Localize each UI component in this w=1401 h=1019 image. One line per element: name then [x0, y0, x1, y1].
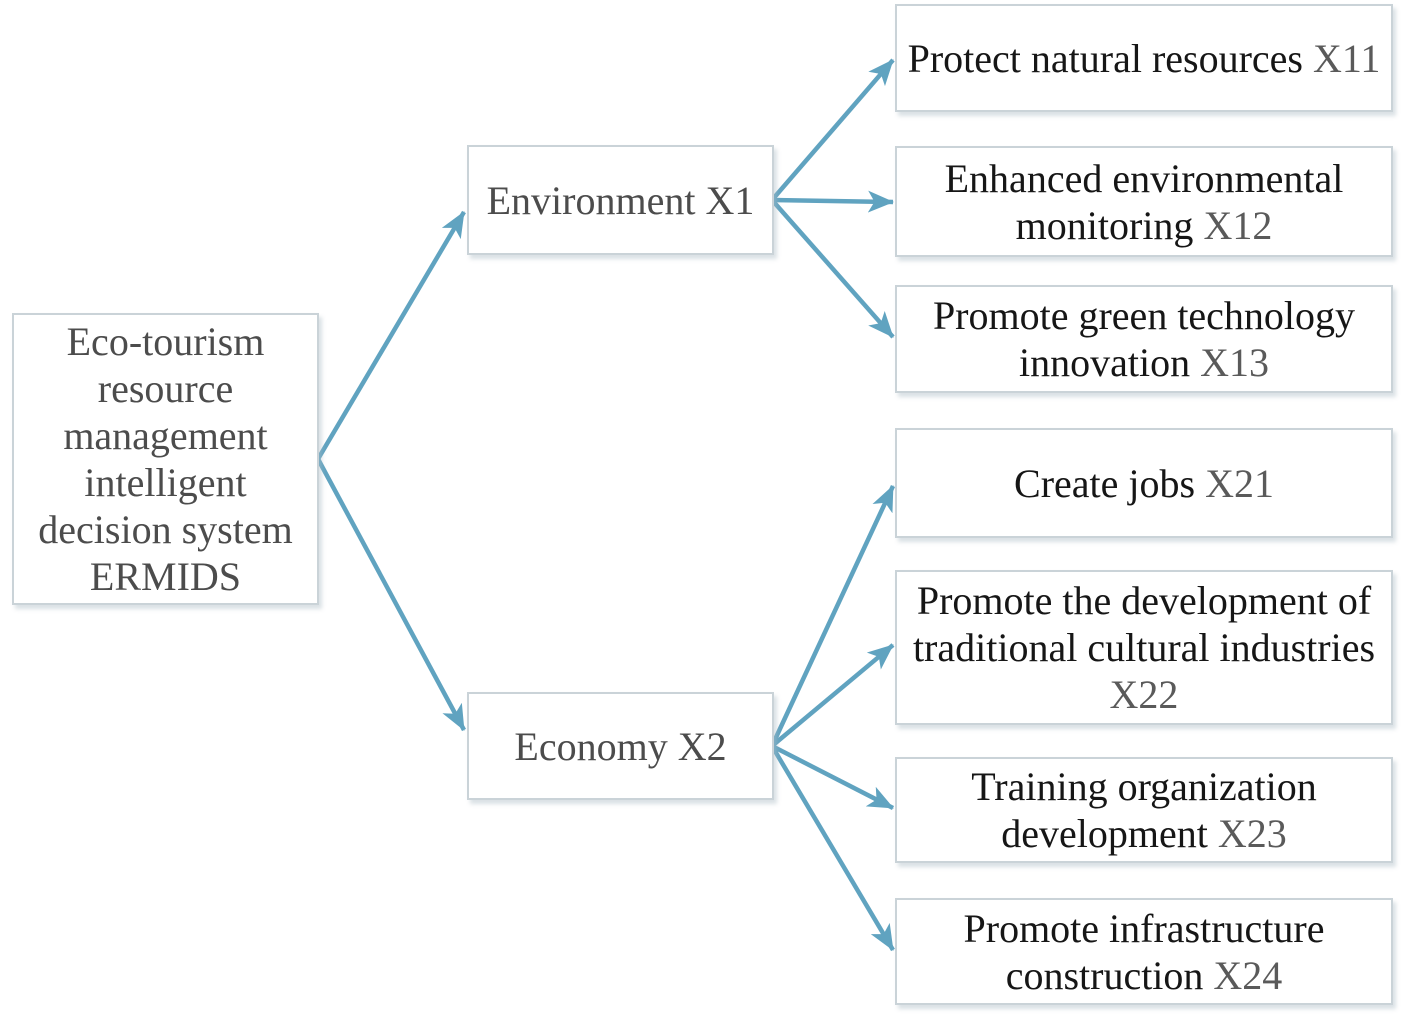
node-environment-text: Environment	[486, 177, 696, 223]
node-x21-label: Create jobs X21	[903, 460, 1385, 507]
node-environment-label: Environment X1	[477, 177, 764, 224]
edge-environment-x13	[770, 198, 895, 339]
node-x21-create-jobs: Create jobs X21	[895, 428, 1393, 538]
node-economy-x2: Economy X2	[467, 692, 774, 800]
node-x24-label: Promote infrastructure construction X24	[903, 905, 1385, 999]
node-x22-text: Promote the development of traditional c…	[912, 578, 1376, 670]
node-x23-label: Training organization development X23	[903, 763, 1385, 857]
node-x23-code: X23	[1217, 811, 1287, 856]
node-root-label: Eco-tourism resource management intellig…	[22, 318, 309, 600]
edge-root-environment	[316, 210, 466, 461]
node-x13-text: Promote green technology innovation	[932, 293, 1356, 385]
node-x13-code: X13	[1200, 340, 1269, 385]
edge-environment-x11	[770, 58, 895, 202]
node-environment-code: X1	[705, 177, 755, 223]
node-economy-label: Economy X2	[477, 723, 764, 770]
node-economy-code: X2	[677, 723, 727, 769]
node-root-ermids: Eco-tourism resource management intellig…	[12, 313, 319, 605]
node-x22-code: X22	[1109, 672, 1179, 717]
node-x12-text: Enhanced environmental monitoring	[944, 155, 1344, 248]
node-economy-text: Economy	[514, 723, 668, 769]
node-root-text: Eco-tourism resource management intellig…	[38, 319, 293, 599]
node-x11-protect-natural-resources: Protect natural resources X11	[895, 4, 1393, 112]
node-x24-promote-infrastructure-construction: Promote infrastructure construction X24	[895, 898, 1393, 1005]
node-x24-code: X24	[1213, 952, 1283, 998]
node-x21-text: Create jobs	[1014, 460, 1196, 506]
node-x12-enhanced-environmental-monitoring: Enhanced environmental monitoring X12	[895, 146, 1393, 257]
edge-economy-x24	[770, 744, 895, 952]
node-x22-promote-traditional-cultural-industries: Promote the development of traditional c…	[895, 570, 1393, 725]
edge-economy-x23	[770, 743, 895, 811]
edge-root-economy	[316, 457, 466, 732]
node-x11-label: Protect natural resources X11	[903, 35, 1385, 82]
node-x13-promote-green-technology-innovation: Promote green technology innovation X13	[895, 285, 1393, 393]
node-x23-training-organization-development: Training organization development X23	[895, 757, 1393, 863]
node-x22-label: Promote the development of traditional c…	[903, 577, 1385, 718]
edge-environment-x12	[771, 190, 894, 213]
node-environment-x1: Environment X1	[467, 145, 774, 255]
node-x11-text: Protect natural resources	[907, 35, 1303, 81]
edge-economy-x21	[769, 485, 896, 747]
node-x24-text: Promote infrastructure construction	[963, 905, 1325, 998]
node-x12-code: X12	[1203, 202, 1273, 248]
node-x13-label: Promote green technology innovation X13	[903, 292, 1385, 386]
node-x12-label: Enhanced environmental monitoring X12	[903, 155, 1385, 249]
node-x21-code: X21	[1205, 460, 1274, 506]
edge-economy-x22	[770, 643, 895, 748]
node-x23-text: Training organization development	[971, 764, 1317, 856]
node-x11-code: X11	[1312, 35, 1381, 81]
